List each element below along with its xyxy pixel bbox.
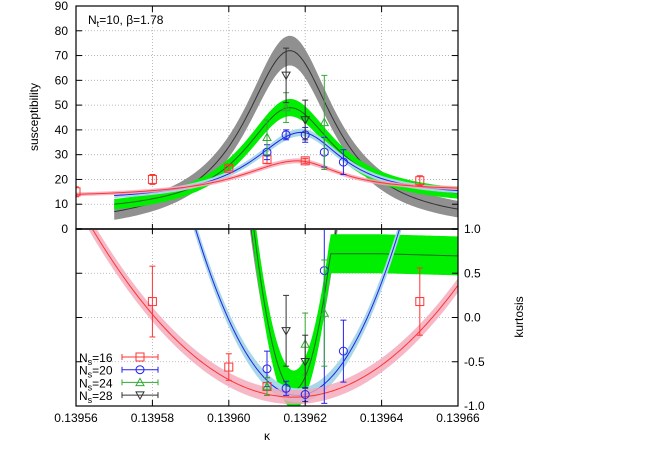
square-marker: [147, 297, 157, 307]
triangle-down-marker: [135, 391, 145, 401]
x-tick-label: 0.13958: [131, 411, 175, 425]
svg-text:Nt=10, β=1.78: Nt=10, β=1.78: [88, 13, 164, 29]
square-marker: [76, 187, 81, 197]
x-tick-label: 0.13960: [207, 411, 251, 425]
y-tick-label-kurtosis: -1.0: [464, 399, 485, 413]
triangle-down-marker: [300, 116, 311, 126]
triangle-up-marker: [319, 117, 330, 127]
y-tick-label-susceptibility: 50: [55, 98, 69, 112]
annotation-rest: =10, β=1.78: [99, 13, 164, 27]
y-tick-label-susceptibility: 10: [55, 197, 69, 211]
circle-marker: [262, 364, 272, 374]
annotation-sub: t: [97, 19, 100, 29]
triangle-up-marker: [262, 381, 272, 391]
y-tick-label-kurtosis: 0.0: [464, 311, 481, 325]
y-tick-label-susceptibility: 90: [55, 0, 69, 13]
square-marker: [300, 156, 310, 166]
circle-marker: [281, 383, 291, 393]
annotation: Nt=10, β=1.78: [88, 13, 164, 29]
circle-marker: [338, 346, 348, 356]
legend-item-ns28: Ns=28: [79, 389, 159, 405]
susceptibility-points: [76, 47, 425, 198]
triangle-up-marker: [135, 377, 145, 387]
triangle-down-marker: [300, 358, 311, 367]
triangle-up-marker: [262, 132, 272, 142]
axis-ticks: 0.13956 0.13958 0.13960 0.13962 0.13964 0.139…: [54, 0, 485, 425]
y-tick-label-kurtosis: 1.0: [464, 222, 481, 236]
y-tick-label-susceptibility: 80: [55, 24, 69, 38]
x-tick-label: 0.13956: [54, 411, 98, 425]
legend-item-ns24: Ns=24: [79, 376, 159, 392]
legend-label: Ns=24: [79, 376, 113, 392]
annotation-main: N: [88, 13, 97, 27]
curve-ns=16: [76, 160, 458, 195]
y-tick-label-susceptibility: 30: [55, 148, 69, 162]
circle-marker: [338, 157, 348, 167]
legend-item-ns20: Ns=20: [79, 364, 159, 380]
square-marker: [224, 362, 234, 372]
square-marker: [224, 163, 234, 173]
x-tick-label: 0.13966: [436, 411, 480, 425]
circle-marker: [300, 389, 310, 399]
kurtosis-points: [147, 229, 425, 404]
y-tick-label-susceptibility: 60: [55, 73, 69, 87]
x-axis-label: κ: [264, 429, 271, 443]
legend-label: Ns=28: [79, 389, 113, 405]
x-tick-label: 0.13962: [284, 411, 328, 425]
legend-label: Ns=16: [79, 351, 113, 367]
legend-item-ns16: Ns=16: [79, 351, 159, 367]
y-tick-label-kurtosis: 0.5: [464, 266, 481, 280]
legend-label: Ns=20: [79, 364, 113, 380]
y-tick-label-susceptibility: 0: [61, 222, 68, 236]
y-tick-label-susceptibility: 70: [55, 49, 69, 63]
triangle-up-marker: [319, 308, 330, 317]
square-marker: [415, 176, 425, 186]
circle-marker: [281, 130, 291, 140]
triangle-up-marker: [281, 102, 291, 112]
square-marker: [147, 174, 157, 184]
circle-marker: [135, 365, 145, 375]
y-tick-label-susceptibility: 20: [55, 172, 69, 186]
y-axis-label-susceptibility: susceptibility: [27, 83, 41, 151]
kurtosis-band-ns=20: [193, 229, 402, 403]
x-tick-label: 0.13964: [360, 411, 404, 425]
y-tick-label-susceptibility: 40: [55, 123, 69, 137]
y-axis-label-kurtosis: kurtosis: [512, 296, 526, 337]
band-ns=16: [76, 158, 458, 197]
triangle-down-marker: [281, 327, 291, 336]
triangle-down-marker: [281, 71, 291, 81]
y-tick-label-kurtosis: -0.5: [464, 355, 485, 369]
square-marker: [135, 352, 145, 362]
square-marker: [415, 297, 425, 307]
